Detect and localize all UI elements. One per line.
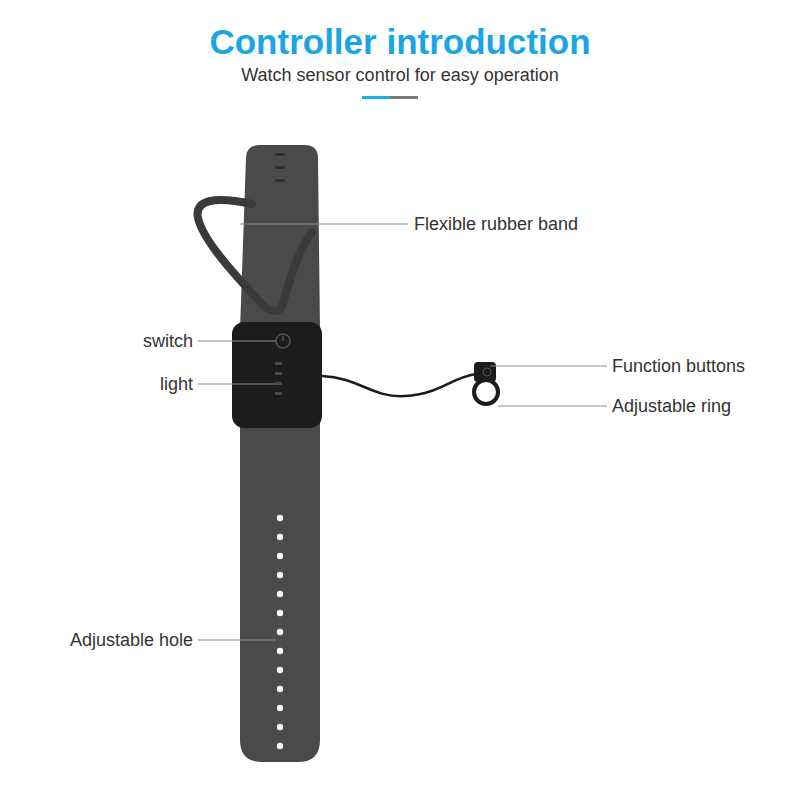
leader-line [198, 384, 275, 385]
part-label: Flexible rubber band [414, 214, 578, 235]
strap-hole [277, 743, 283, 749]
strap-hole [277, 610, 283, 616]
indicator-light [275, 392, 282, 395]
indicator-light [275, 362, 282, 365]
part-label: Adjustable ring [612, 396, 731, 417]
strap-hole [277, 724, 283, 730]
strap-hole [277, 591, 283, 597]
leader-line [240, 224, 408, 225]
rubber-band [197, 200, 312, 311]
strap-hole [277, 572, 283, 578]
part-label: light [160, 374, 193, 395]
strap-hole [277, 534, 283, 540]
switch-button [282, 336, 284, 341]
strap-hole [277, 629, 283, 635]
part-label: switch [143, 331, 193, 352]
leader-line [490, 366, 607, 367]
strap-hole [277, 515, 283, 521]
strap-hole [277, 705, 283, 711]
strap-hole [277, 553, 283, 559]
strap-hole [277, 686, 283, 692]
switch-button [276, 334, 290, 348]
function-button [483, 368, 491, 376]
part-label: Function buttons [612, 356, 745, 377]
part-label: Adjustable hole [70, 630, 193, 651]
strap-slot [275, 153, 285, 156]
strap-slot [275, 179, 285, 182]
leader-lines [198, 224, 607, 640]
accent-bar [362, 96, 390, 99]
indicator-light [275, 372, 282, 375]
strap-holes [277, 515, 283, 749]
strap-hole [277, 648, 283, 654]
leader-line [198, 640, 276, 641]
strap-hole [277, 667, 283, 673]
accent-bar [390, 96, 418, 99]
leader-line [198, 341, 276, 342]
watch-body [232, 322, 322, 428]
indicator-light [275, 382, 282, 385]
subtitle: Watch sensor control for easy operation [241, 65, 559, 86]
adjustable-ring [474, 380, 498, 404]
cable [322, 374, 476, 396]
leader-line [498, 406, 607, 407]
strap-slot [275, 166, 285, 169]
function-button [474, 362, 496, 382]
page-title: Controller introduction [209, 22, 590, 62]
